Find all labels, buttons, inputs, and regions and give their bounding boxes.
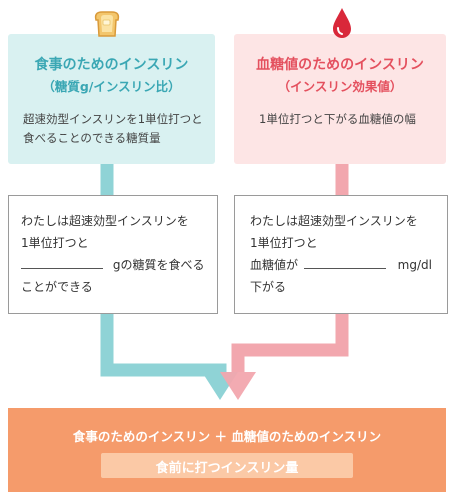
- glucose-subtitle: （インスリン効果値）: [277, 79, 403, 94]
- meal-fill-line2: 1単位打つと: [21, 236, 89, 250]
- glucose-description-line1: 1単位打つと下がる血糖値の幅: [259, 112, 416, 126]
- meal-subtitle: （糖質g/インスリン比）: [42, 79, 181, 94]
- meal-description-line2: 食べることのできる糖質量: [23, 131, 161, 145]
- glucose-description: 1単位打つと下がる血糖値の幅: [259, 110, 436, 129]
- glucose-fill-prefix: 血糖値が: [250, 258, 299, 272]
- meal-fill-line1: わたしは超速効型インスリンを: [21, 214, 189, 228]
- meal-description: 超速効型インスリンを1単位打つと 食べることのできる糖質量: [23, 110, 205, 148]
- result-label-badge: 食前に打つインスリン量: [101, 453, 353, 478]
- result-label: 食前に打つインスリン量: [155, 461, 299, 476]
- meal-fill-unit: gの糖質を食べる: [112, 258, 205, 272]
- glucose-drop-blank[interactable]: [303, 254, 386, 269]
- meal-fill-in-box: わたしは超速効型インスリンを 1単位打つと gの糖質を食べる ことができる: [8, 195, 218, 314]
- meal-title: 食事のためのインスリン: [34, 57, 189, 73]
- result-title: 食事のためのインスリン ＋ 血糖値のためのインスリン: [72, 429, 382, 444]
- glucose-fill-unit: mg/dl: [397, 258, 432, 272]
- glucose-insulin-box: 血糖値のためのインスリン （インスリン効果値） 1単位打つと下がる血糖値の幅: [234, 34, 446, 164]
- total-insulin-box: 食事のためのインスリン ＋ 血糖値のためのインスリン 食前に打つインスリン量: [8, 408, 446, 492]
- glucose-fill-line3: 血糖値が mg/dl: [250, 254, 432, 276]
- glucose-fill-line1: わたしは超速効型インスリンを: [250, 214, 418, 228]
- glucose-fill-line2: 1単位打つと: [250, 236, 318, 250]
- blood-drop-icon: [333, 8, 351, 38]
- glucose-fill-line4: 下がる: [250, 280, 287, 294]
- meal-fill-line4: ことができる: [21, 280, 93, 294]
- glucose-fill-in-box: わたしは超速効型インスリンを 1単位打つと 血糖値が mg/dl 下がる: [234, 195, 448, 314]
- meal-fill-line3: gの糖質を食べる: [21, 254, 204, 276]
- glucose-connector: [231, 164, 349, 372]
- meal-connector: [100, 164, 227, 377]
- meal-carb-blank[interactable]: [21, 254, 103, 269]
- glucose-arrowhead: [220, 372, 256, 400]
- glucose-title: 血糖値のためのインスリン: [256, 57, 424, 73]
- meal-description-line1: 超速効型インスリンを1単位打つと: [23, 112, 203, 126]
- toast-bread-icon: [94, 11, 120, 37]
- meal-insulin-box: 食事のためのインスリン （糖質g/インスリン比） 超速効型インスリンを1単位打つ…: [8, 34, 215, 164]
